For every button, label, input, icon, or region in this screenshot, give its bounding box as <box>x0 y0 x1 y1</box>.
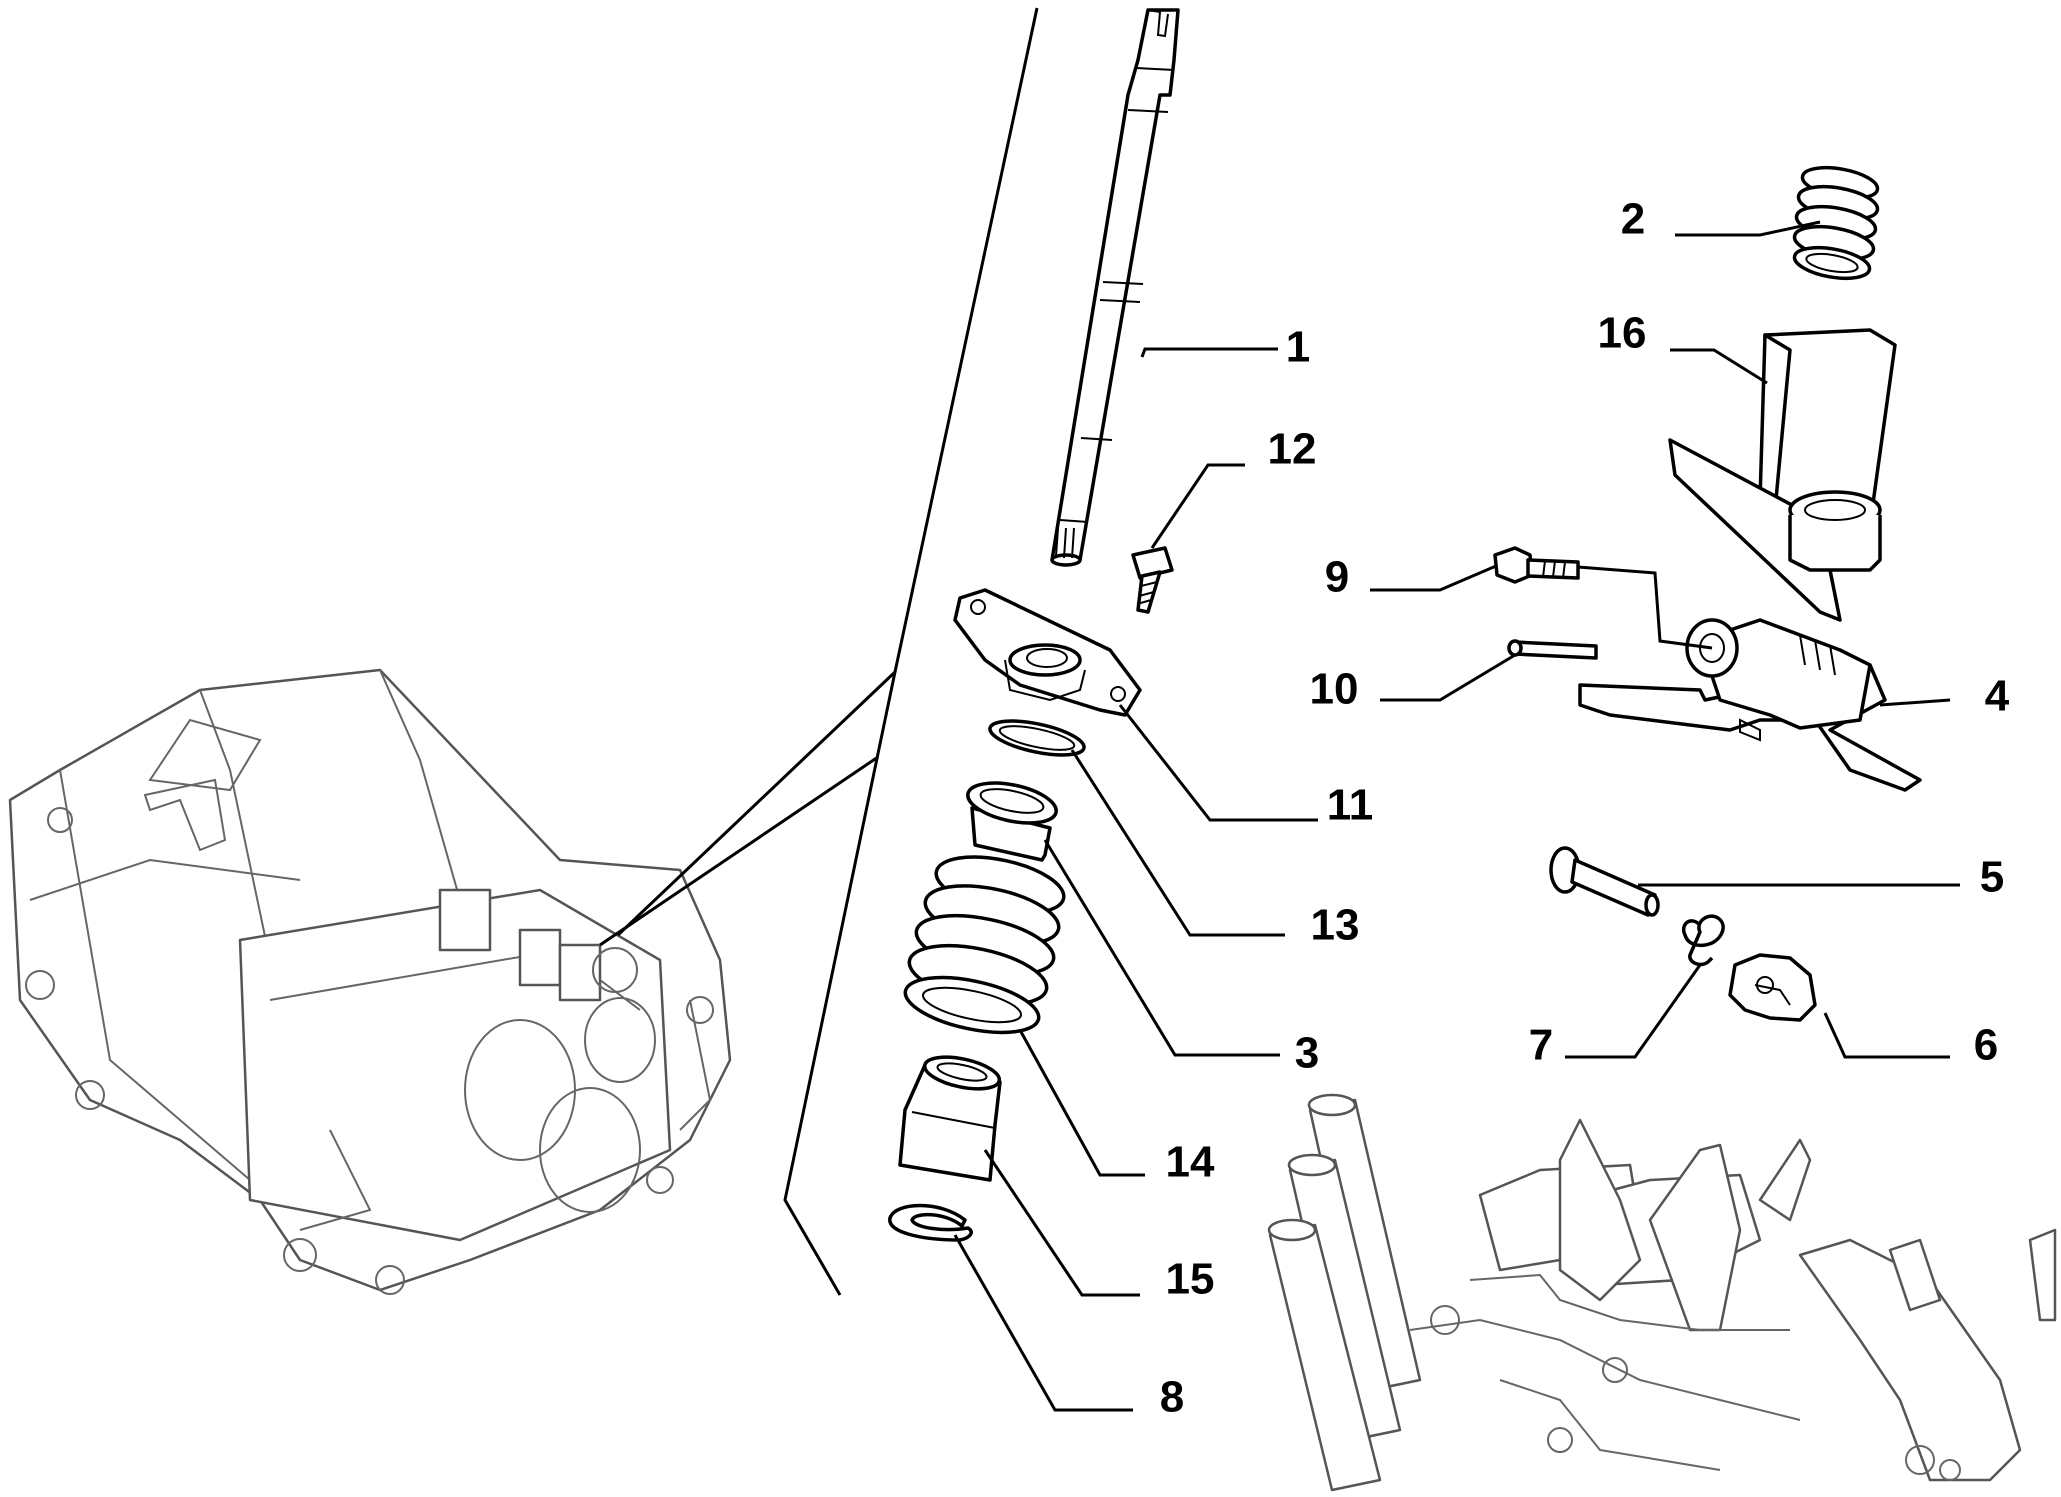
selector-lever-4-part <box>1578 618 1922 792</box>
callout-2: 2 <box>1621 195 1645 244</box>
pin-10-part <box>1507 639 1598 660</box>
shift-forks-drawing <box>1267 1093 2057 1492</box>
bolt-12-part <box>1131 546 1174 614</box>
circlip-8-part <box>888 1203 973 1242</box>
callout-labels: 1 2 3 4 5 6 7 8 9 10 11 12 13 14 15 16 <box>1160 195 2010 1422</box>
leader-3 <box>1043 839 1280 1057</box>
leader-14 <box>1018 1029 1145 1177</box>
callout-1: 1 <box>1286 323 1310 372</box>
gate-plate-16-part <box>1668 328 1897 622</box>
bushing-15-part <box>898 1055 1002 1182</box>
leader-13 <box>1070 749 1285 937</box>
spring-14-part <box>903 855 1066 1035</box>
callout-8: 8 <box>1160 1373 1184 1422</box>
leader-11 <box>1118 704 1318 822</box>
callout-3: 3 <box>1295 1029 1319 1078</box>
bushing-3-part <box>966 781 1058 862</box>
clip-7-part <box>1682 914 1725 967</box>
callout-4: 4 <box>1985 672 2010 721</box>
spring-2-part <box>1792 165 1880 281</box>
bolt-9-part <box>1493 546 1580 584</box>
callout-12: 12 <box>1268 425 1317 474</box>
leader-16 <box>1670 348 1768 385</box>
washer-13-part <box>988 719 1086 757</box>
leader-9 <box>1370 564 1497 592</box>
callout-16: 16 <box>1598 309 1647 358</box>
callout-15: 15 <box>1166 1255 1215 1304</box>
callout-11: 11 <box>1327 781 1374 830</box>
leader-4 <box>1879 698 1951 707</box>
callout-5: 5 <box>1980 853 2004 902</box>
leader-12 <box>1150 463 1245 549</box>
leader-8 <box>953 1234 1133 1412</box>
leader-7 <box>1565 964 1702 1059</box>
shift-shaft-part <box>1050 8 1180 567</box>
leader-1 <box>1140 347 1278 358</box>
leader-housing-upper <box>616 670 897 937</box>
callout-9: 9 <box>1325 553 1349 602</box>
pin-5-part <box>1549 846 1660 917</box>
callout-6: 6 <box>1974 1021 1998 1070</box>
leader-6 <box>1823 1012 1950 1059</box>
divider-line <box>783 7 1039 1296</box>
callout-7: 7 <box>1529 1021 1553 1070</box>
leader-10 <box>1380 653 1516 702</box>
leader-2 <box>1675 220 1821 237</box>
flange-plate-part <box>953 588 1142 717</box>
callout-13: 13 <box>1311 901 1360 950</box>
cam-6-part <box>1728 953 1817 1022</box>
leader-15 <box>983 1149 1140 1297</box>
leader-lines <box>953 220 1960 1412</box>
gearbox-housing-drawing <box>8 668 732 1295</box>
callout-10: 10 <box>1310 665 1359 714</box>
leader-9b <box>1577 565 1713 650</box>
callout-14: 14 <box>1166 1138 1215 1187</box>
leader-housing-lower <box>599 755 879 947</box>
